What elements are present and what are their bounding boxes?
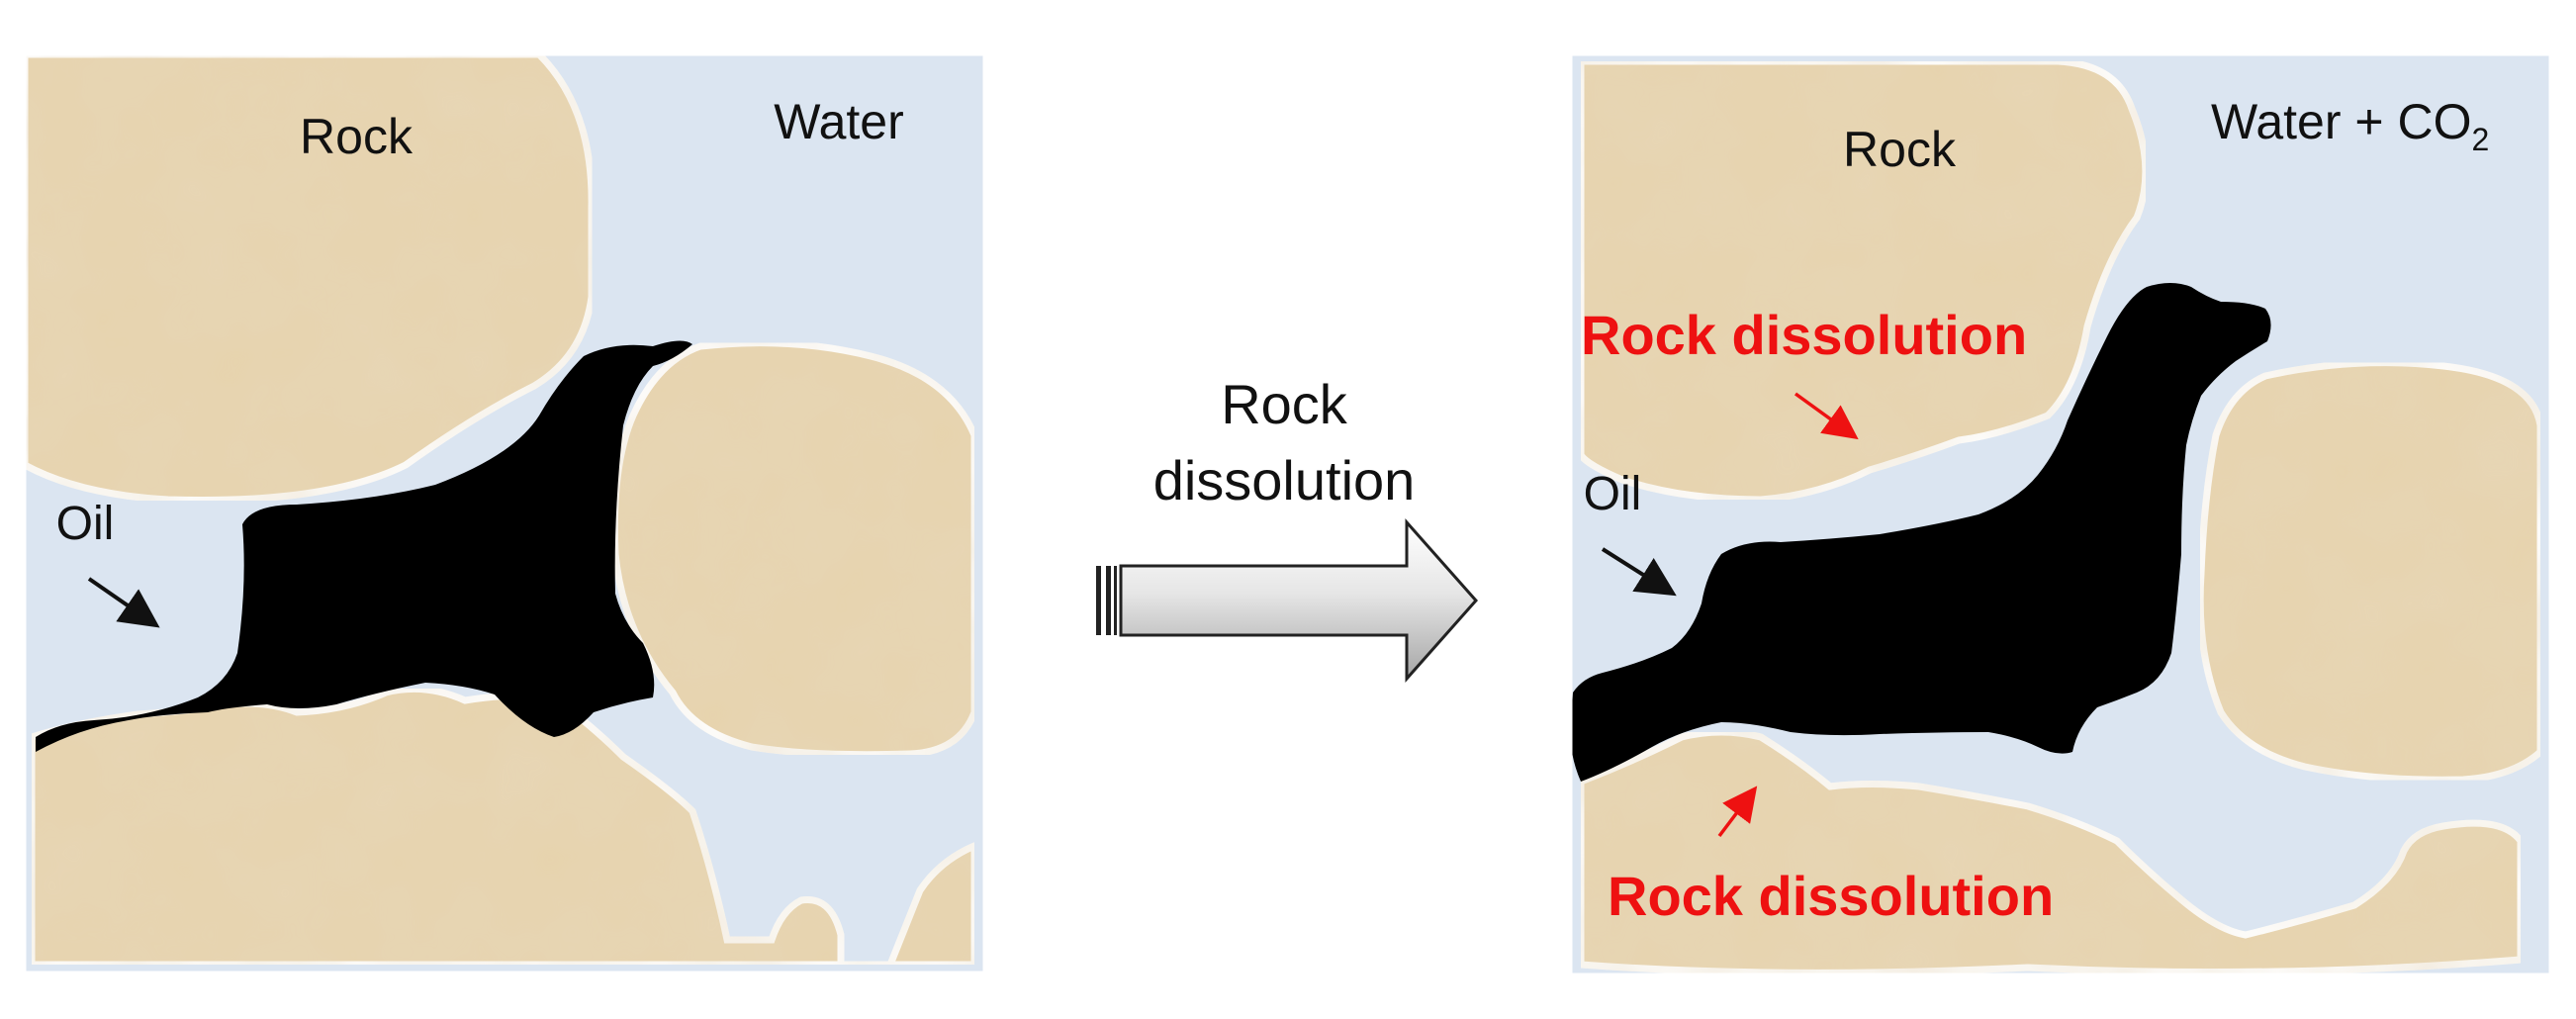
arrow-body: [1119, 518, 1479, 683]
right-panel-border: [1569, 52, 2552, 976]
arrow-tail-stripe-1: [1096, 566, 1101, 635]
right-rock-label: Rock: [1843, 122, 1957, 177]
right-dissolution-arrow-top: [1794, 392, 1859, 440]
left-oil-blob: [36, 340, 692, 752]
right-oil-blob: [1570, 283, 2271, 782]
transition-arrow: Rock dissolution: [1096, 373, 1479, 683]
arrow-tail-stripe-3: [1114, 566, 1117, 635]
left-water-label: Water: [774, 94, 904, 149]
transition-label-line2: dissolution: [1153, 449, 1416, 511]
right-dissolution-arrow-bottom: [1717, 786, 1758, 838]
right-rock-right: [2196, 359, 2544, 784]
left-panel-border: [23, 52, 986, 974]
right-water-label: Water + CO2: [2211, 94, 2489, 157]
left-oil-label: Oil: [56, 498, 115, 550]
right-oil-pointer-arrow: [1601, 547, 1677, 597]
right-oil-label: Oil: [1584, 468, 1642, 520]
arrow-tail-stripe-2: [1106, 566, 1111, 635]
left-rock-top: [21, 50, 596, 505]
left-oil-pointer-arrow: [87, 577, 160, 628]
right-panel: Rock Water + CO2 Oil Rock dissolution Ro…: [1569, 52, 2552, 976]
left-panel: Rock Water Oil: [21, 50, 986, 974]
right-rock-bottom: [1577, 728, 2525, 976]
right-water-label-subscript: 2: [2471, 122, 2489, 157]
transition-label-line1: Rock: [1221, 373, 1348, 435]
right-dissolution-label-top: Rock dissolution: [1581, 304, 2027, 366]
left-rock-right: [610, 339, 978, 759]
right-rock-top: [1577, 57, 2150, 504]
left-rock-label: Rock: [300, 109, 414, 164]
right-water-label-main: Water + CO: [2211, 94, 2471, 149]
right-dissolution-label-bottom: Rock dissolution: [1608, 865, 2054, 927]
